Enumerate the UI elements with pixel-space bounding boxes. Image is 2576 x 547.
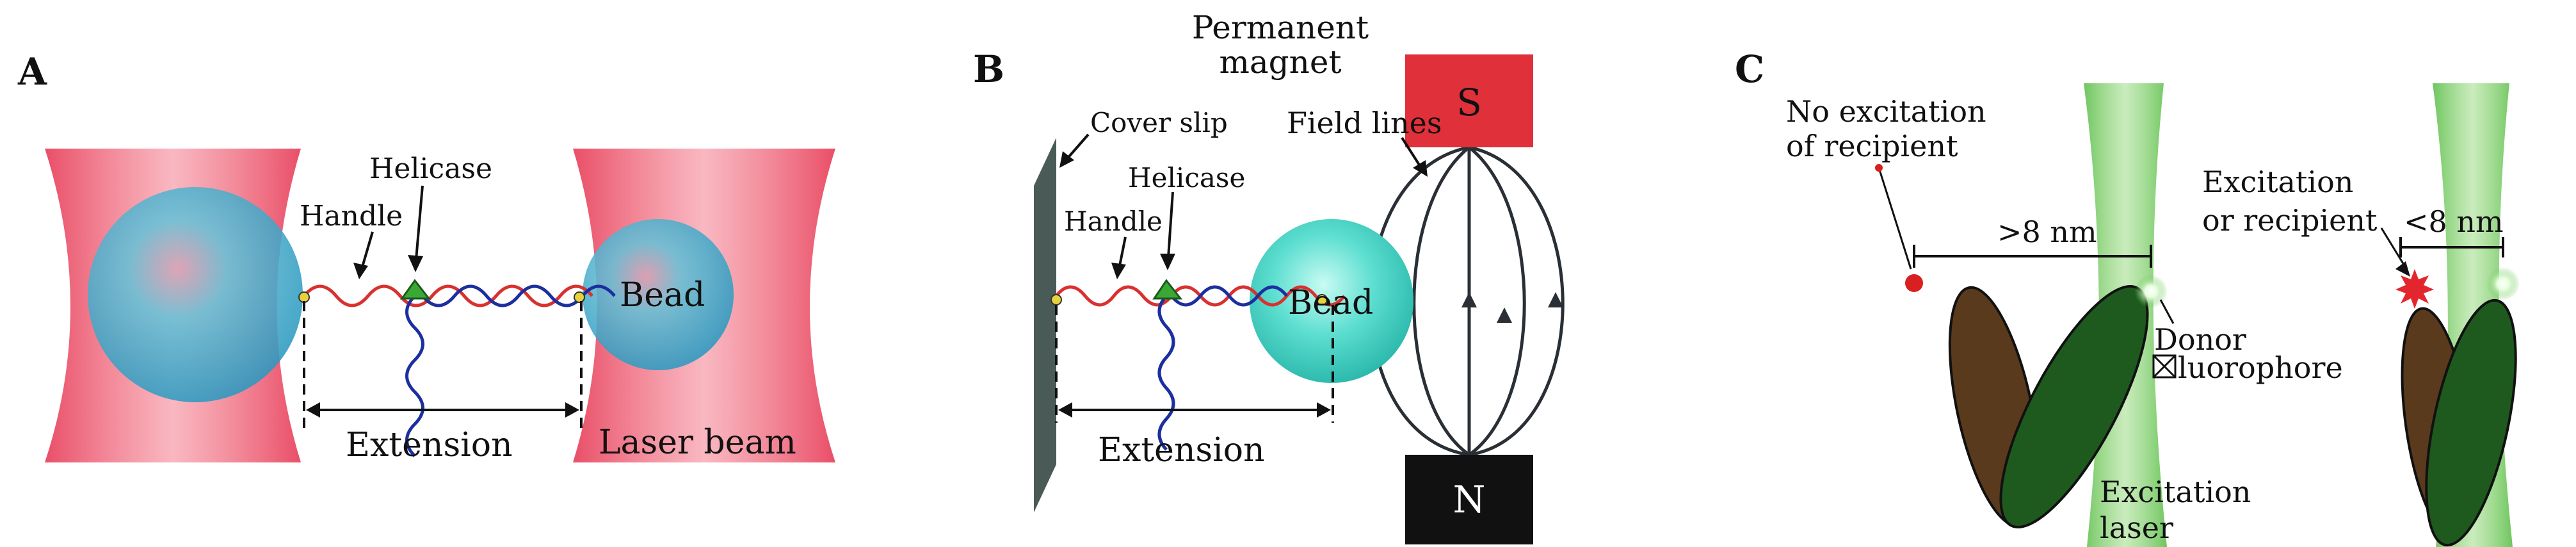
label-helicase: Helicase xyxy=(1128,162,1245,193)
magnet-south-label: S xyxy=(1456,81,1482,124)
field-arrow-3 xyxy=(1461,292,1477,307)
panel-b-drawing: B S N xyxy=(973,9,1565,544)
donor-glow-right xyxy=(2486,267,2520,300)
helicase-triangle xyxy=(1152,279,1183,300)
protein-green-right xyxy=(2425,298,2517,547)
field-arrow-2 xyxy=(1548,292,1563,307)
excitation-pointer xyxy=(2380,227,2407,268)
panel-b-letter: B xyxy=(973,47,1004,91)
helicase-pointer xyxy=(1167,192,1174,258)
magnet-south xyxy=(1405,54,1533,147)
field-lines-pointer-head xyxy=(1413,160,1428,177)
donor-glow-left xyxy=(2134,275,2168,308)
dna-single-strand xyxy=(1157,295,1175,451)
attachment-left xyxy=(1051,294,1062,306)
dna-handle-red xyxy=(303,284,593,307)
helicase-triangle xyxy=(400,279,431,300)
field-lines-pointer xyxy=(1401,136,1422,169)
dna-single-strand xyxy=(405,295,424,457)
bead-left xyxy=(88,187,303,402)
label-handle: Handle xyxy=(300,200,403,233)
extension-arrowhead-right xyxy=(1317,402,1331,418)
label-handle: Handle xyxy=(1064,206,1163,237)
panel-b-magnetic-tweezers: B S N xyxy=(960,0,1664,547)
handle-pointer-head xyxy=(1111,263,1126,279)
panel-c-letter: C xyxy=(1735,47,1764,91)
field-arrow-1 xyxy=(1497,307,1512,323)
label-distance-far: >8 nm xyxy=(1997,215,2097,249)
excitation-pointer-head xyxy=(2395,261,2410,277)
helicase-pointer-head xyxy=(408,255,423,272)
no-excitation-pointer-dot xyxy=(1875,164,1883,172)
magnet-north-label: N xyxy=(1453,478,1486,521)
label-distance-near: <8 nm xyxy=(2404,204,2504,239)
label-laser-line1: Excitation xyxy=(2100,475,2251,509)
handle-pointer-head xyxy=(353,263,368,279)
cover-slip-pointer-head xyxy=(1059,151,1074,168)
attachment-right xyxy=(1316,294,1328,306)
label-bead: Bead xyxy=(1288,284,1373,322)
bead-right xyxy=(583,219,734,370)
label-donor-line1: Donor xyxy=(2154,322,2246,357)
label-magnet: magnet xyxy=(1219,44,1341,81)
handle-pointer xyxy=(1118,236,1127,270)
helicase-pointer-head xyxy=(1160,254,1175,270)
donor-box-cross-b xyxy=(2152,354,2177,379)
attachment-left xyxy=(298,291,310,303)
label-permanent: Permanent xyxy=(1192,9,1369,46)
dna-duplex-blue xyxy=(1170,285,1288,307)
panel-a-optical-tweezers: A Heli xyxy=(0,0,874,547)
donor-pointer xyxy=(2159,299,2175,324)
attachment-right xyxy=(574,291,585,303)
label-excitation-line2: or recipient xyxy=(2202,203,2378,238)
magnet-north xyxy=(1405,455,1533,544)
panel-c-fret: C xyxy=(1716,0,2576,547)
handle-pointer xyxy=(360,231,374,270)
label-donor-line2: luorophore xyxy=(2178,350,2343,385)
donor-box-icon xyxy=(2152,354,2177,379)
panel-a-letter: A xyxy=(17,50,47,94)
label-no-excitation-line2: of recipient xyxy=(1786,129,1958,163)
label-laser-beam: Laser beam xyxy=(599,423,796,462)
recipient-burst-right xyxy=(2395,269,2434,309)
extension-arrowhead-right xyxy=(565,402,579,418)
label-extension: Extension xyxy=(346,426,513,464)
helicase-pointer xyxy=(415,185,424,260)
extension-arrowhead-left xyxy=(306,402,320,418)
label-no-excitation-line1: No excitation xyxy=(1786,94,1986,129)
magnetic-bead xyxy=(1250,219,1413,383)
cover-slip xyxy=(1034,138,1056,512)
label-laser-line2: laser xyxy=(2100,510,2173,545)
panel-c-drawing: C xyxy=(1735,47,2520,547)
no-excitation-pointer xyxy=(1878,167,1912,270)
extension-arrowhead-left xyxy=(1058,402,1072,418)
label-extension: Extension xyxy=(1098,431,1265,469)
label-helicase: Helicase xyxy=(369,152,492,185)
panel-a-drawing: A Heli xyxy=(17,50,835,464)
label-excitation-line1: Excitation xyxy=(2202,165,2353,199)
label-field-lines: Field lines xyxy=(1287,106,1442,140)
cover-slip-pointer xyxy=(1065,133,1090,161)
label-bead: Bead xyxy=(620,276,705,314)
recipient-dot-left xyxy=(1905,274,1923,292)
label-cover-slip: Cover slip xyxy=(1090,107,1228,138)
